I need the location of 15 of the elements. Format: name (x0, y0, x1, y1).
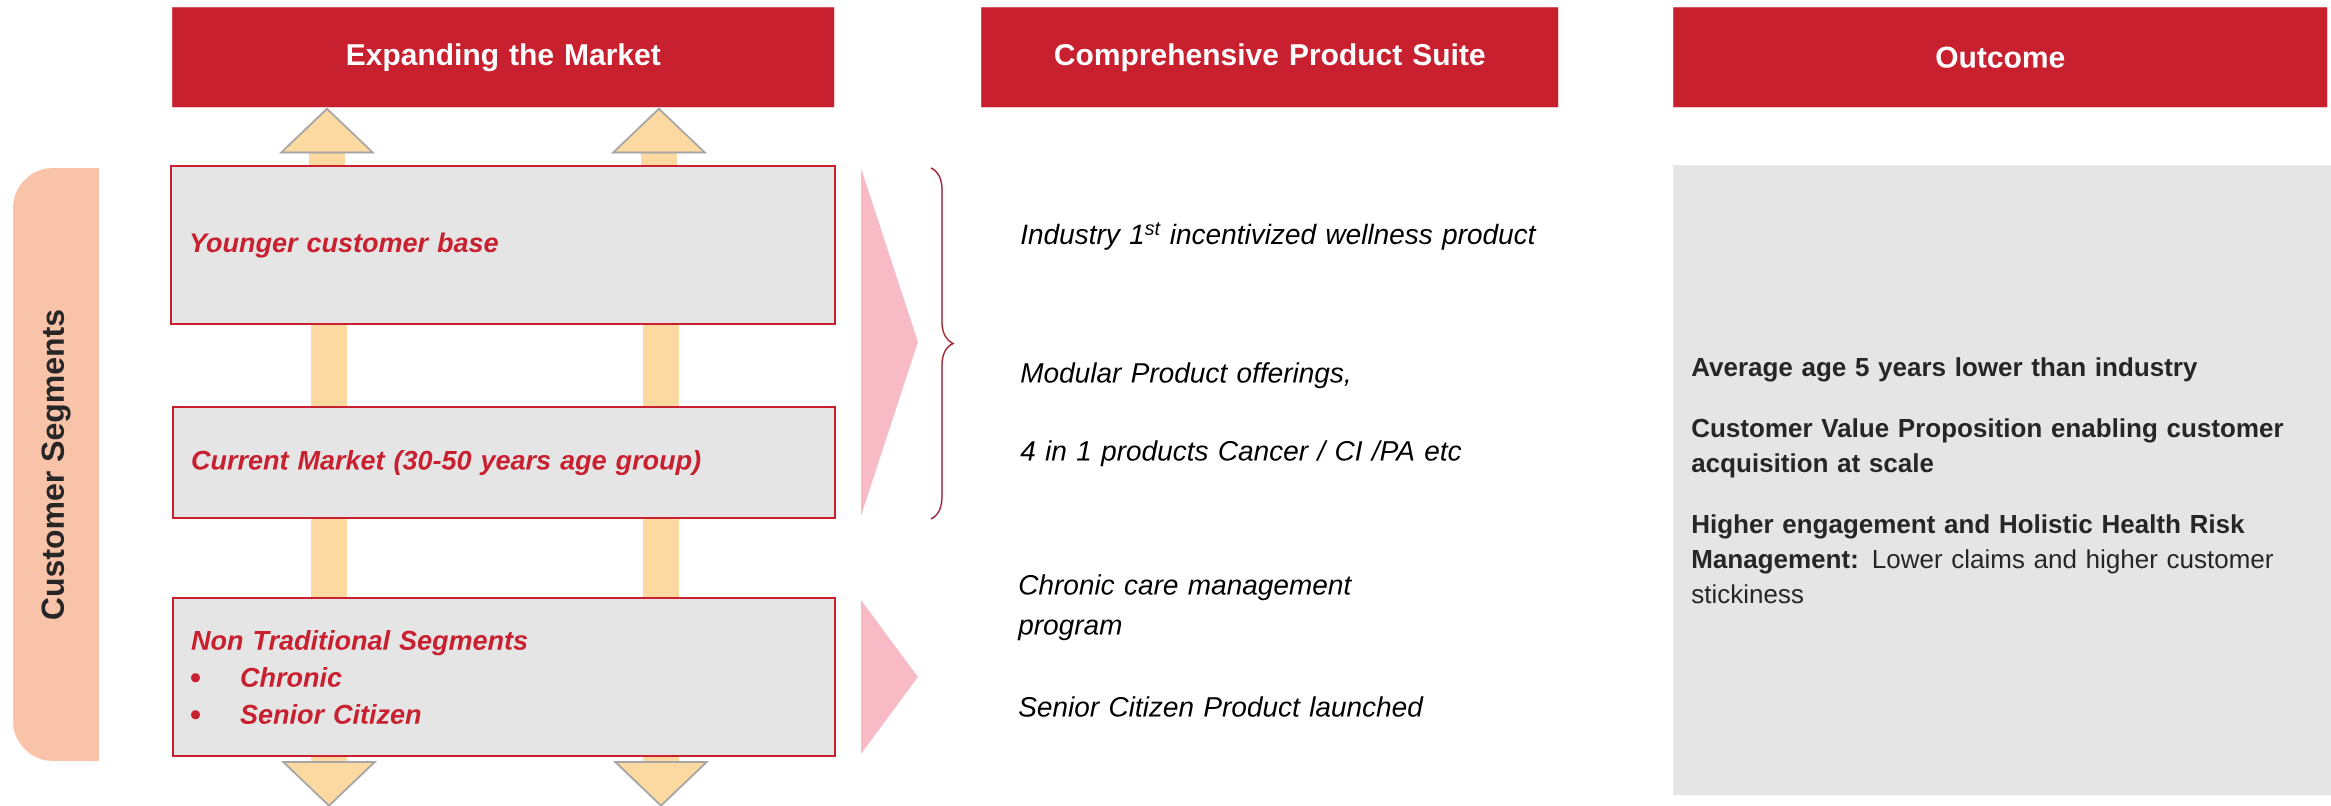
product-text: Senior Citizen Product launched (1019, 696, 1424, 717)
product-text: Industry 1$^{st}$ incentivized wellness product (1021, 222, 1537, 250)
outcome-panel: Average age 5 years lower than industry Customer Value Proposition enabling customer acquisition at scale Higher engagement and Holistic Health Risk Management: Lower claims and higher customer stickiness (1673, 165, 2331, 796)
chevron-arrow (861, 168, 918, 516)
product-text: 4 in 1 products Cancer / CI /PA etc (1020, 440, 1462, 467)
segment-box: Current Market (30-50 years age group) (172, 406, 836, 519)
segment-box: Younger customer base (170, 165, 836, 325)
header-bar: Expanding the Market (172, 7, 835, 108)
product-text: Chronic care management program (1017, 574, 1353, 641)
chevron-arrow (861, 600, 918, 754)
product-text: Modular Product offerings, (1021, 362, 1349, 389)
segment-box: Non Traditional Segments Chronic Senior Citizen (172, 597, 836, 757)
header-bar: Comprehensive Product Suite (981, 7, 1559, 108)
header-bar: Outcome (1673, 7, 2328, 108)
side-band: Customer Segments (13, 168, 99, 761)
